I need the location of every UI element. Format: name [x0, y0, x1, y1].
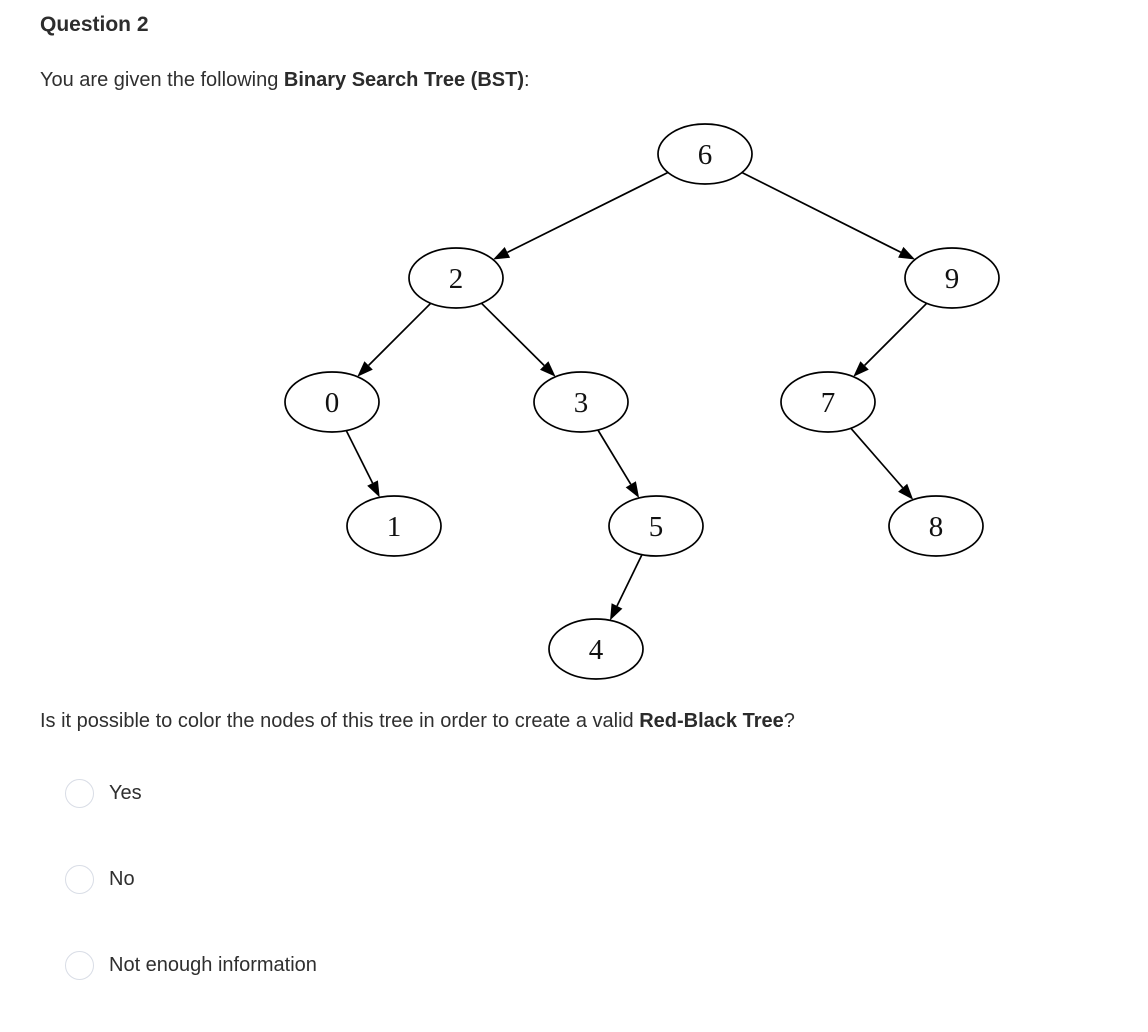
tree-arrowhead-0-1 [367, 480, 380, 498]
tree-node-label-9: 9 [945, 263, 960, 295]
tree-edge-3-5 [597, 429, 632, 485]
tree-edge-0-1 [345, 430, 374, 484]
question-title: Question 2 [40, 13, 149, 36]
intro-text-prefix: You are given the following [40, 69, 284, 91]
tree-node-9 [904, 247, 1000, 309]
tree-edge-6-2 [507, 171, 669, 254]
option-label: No [109, 867, 135, 890]
question-text-bold: Red-Black Tree [639, 710, 784, 732]
intro-text-bold: Binary Search Tree (BST) [283, 69, 524, 91]
intro-text-suffix: : [523, 69, 530, 91]
intro-text: You are given the following Binary Searc… [40, 67, 530, 94]
tree-arrowhead-9-7 [853, 361, 869, 377]
tree-node-label-1: 1 [387, 511, 402, 543]
tree-edge-7-8 [850, 427, 904, 489]
tree-edge-5-4 [616, 554, 643, 607]
option-label: Yes [109, 781, 142, 804]
tree-node-label-7: 7 [821, 387, 836, 419]
tree-node-3 [533, 371, 629, 433]
tree-node-6 [657, 123, 753, 185]
question-text: Is it possible to color the nodes of thi… [40, 708, 795, 735]
tree-edge-9-7 [863, 302, 928, 367]
radio-icon[interactable] [65, 950, 94, 980]
answer-option-not-enough-information[interactable]: Not enough information [65, 950, 317, 980]
tree-arrowhead-2-3 [540, 361, 556, 377]
tree-node-2 [408, 247, 504, 309]
tree-edge-6-9 [741, 171, 902, 254]
option-label: Not enough information [109, 953, 317, 976]
tree-arrowhead-3-5 [625, 481, 640, 498]
radio-icon[interactable] [65, 864, 94, 894]
tree-arrowhead-6-2 [493, 247, 511, 260]
radio-icon[interactable] [65, 778, 94, 808]
tree-node-label-5: 5 [649, 511, 664, 543]
tree-node-8 [888, 495, 984, 557]
tree-edge-2-3 [480, 302, 545, 367]
tree-node-0 [284, 371, 380, 433]
tree-node-label-4: 4 [589, 634, 604, 666]
answer-option-no[interactable]: No [65, 864, 135, 894]
tree-node-1 [346, 495, 442, 557]
tree-node-label-8: 8 [929, 511, 944, 543]
answer-option-yes[interactable]: Yes [65, 778, 142, 808]
question-text-prefix: Is it possible to color the nodes of thi… [40, 710, 640, 732]
tree-node-4 [548, 618, 644, 680]
tree-edge-2-0 [367, 302, 432, 367]
tree-node-7 [780, 371, 876, 433]
tree-node-label-3: 3 [574, 387, 589, 419]
tree-node-label-0: 0 [325, 387, 340, 419]
tree-node-5 [608, 495, 704, 557]
tree-node-label-6: 6 [698, 139, 713, 171]
question-text-suffix: ? [783, 710, 795, 732]
tree-node-label-2: 2 [449, 263, 464, 295]
tree-arrowhead-2-0 [357, 361, 373, 377]
tree-arrowhead-6-9 [898, 246, 916, 260]
tree-arrowhead-7-8 [898, 483, 914, 500]
tree-arrowhead-5-4 [610, 603, 623, 621]
